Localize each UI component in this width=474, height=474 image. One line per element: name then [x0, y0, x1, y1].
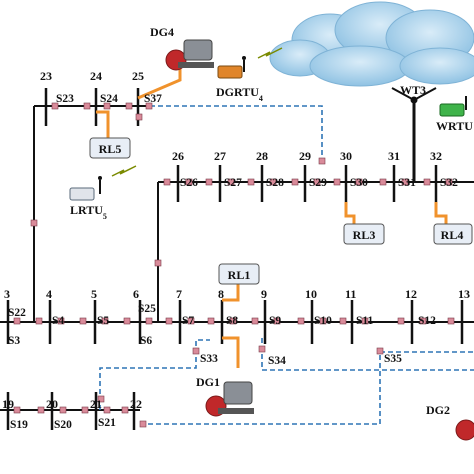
bus-8-label: 8: [218, 287, 224, 301]
lrtu5-icon: [69, 176, 102, 201]
dg4-label: DG4: [150, 25, 174, 39]
switch-s37-label: S37: [144, 93, 162, 105]
bus-30-label: 30: [340, 149, 352, 163]
switch-labels: S22 S3 S4 S5 S25 S6 S7 S8 S9 S10 S11 S12…: [8, 93, 458, 431]
switch-s9-label: S9: [269, 315, 281, 327]
switch-s5-label: S5: [97, 315, 109, 327]
switch-s19-label: S19: [10, 419, 28, 431]
switch-s23-label: S23: [56, 93, 74, 105]
switch-s22-label: S22: [8, 307, 26, 319]
switch-s4-label: S4: [52, 315, 64, 327]
dg1-label: DG1: [196, 375, 220, 389]
load-rl5: RL5: [89, 137, 131, 159]
bus-numbers: 3 4 5 6 7 8 9 10 11 12 13 23 24 25 26 27…: [2, 69, 470, 411]
switch-s20-label: S20: [54, 419, 72, 431]
switch-s26-label: S26: [180, 177, 198, 189]
bus-5-label: 5: [91, 287, 97, 301]
wt3-label: WT3: [400, 83, 426, 97]
switch-s7-label: S7: [182, 315, 194, 327]
switch-s33-label: S33: [200, 353, 218, 365]
switch-s21-label: S21: [98, 417, 116, 429]
bus-31-label: 31: [388, 149, 400, 163]
bus-27-label: 27: [214, 149, 226, 163]
wireless-link-lrtu5: [111, 165, 137, 177]
bus-23-label: 23: [40, 69, 52, 83]
dgrtu4-label: DGRTU4: [216, 85, 263, 103]
bus-28-label: 28: [256, 149, 268, 163]
lrtu5-label: LRTU5: [70, 203, 107, 221]
bus-11-label: 11: [345, 287, 356, 301]
load-label: RL5: [99, 142, 122, 156]
bus-12-label: 12: [405, 287, 417, 301]
bus-26-label: 26: [172, 149, 184, 163]
bus-21-label: 21: [90, 397, 102, 411]
bus-9-label: 9: [261, 287, 267, 301]
bus-32-label: 32: [430, 149, 442, 163]
generator-dg1-icon: [205, 381, 254, 417]
switch-s3-label: S3: [8, 335, 20, 347]
bus-3-label: 3: [4, 287, 10, 301]
wind-turbine-icon: [391, 87, 437, 182]
communication-cloud: [269, 1, 474, 87]
bus-7-label: 7: [176, 287, 182, 301]
switch-markers: [13, 102, 455, 428]
bus-10-label: 10: [305, 287, 317, 301]
switch-s31-label: S31: [398, 177, 416, 189]
bus-4-label: 4: [46, 287, 52, 301]
bus-24-label: 24: [90, 69, 102, 83]
switch-s27-label: S27: [224, 177, 242, 189]
load-label: RL1: [228, 268, 251, 282]
generator-dg2-icon: [455, 419, 474, 441]
device-labels: DG4 DG1 DG2 WT3 DGRTU4 LRTU5 WRTU: [70, 25, 473, 417]
bus-29-label: 29: [299, 149, 311, 163]
load-rl3: RL3: [343, 223, 385, 245]
switch-s11-label: S11: [356, 315, 374, 327]
switch-s34-label: S34: [268, 355, 286, 367]
bus-22-label: 22: [130, 397, 142, 411]
bus-25-label: 25: [132, 69, 144, 83]
generator-dg4-icon: [165, 39, 214, 71]
wrtu-icon: [439, 96, 467, 117]
switch-s32-label: S32: [440, 177, 458, 189]
switch-s35-label: S35: [384, 353, 402, 365]
switch-s24-label: S24: [100, 93, 118, 105]
switch-s8-label: S8: [226, 315, 238, 327]
wrtu-label: WRTU: [436, 119, 473, 133]
switch-s6-label: S6: [140, 335, 152, 347]
load-label: RL3: [353, 228, 376, 242]
load-rl1: RL1: [218, 263, 260, 285]
orange-connections: [96, 66, 448, 368]
switch-s29-label: S29: [309, 177, 327, 189]
dg2-label: DG2: [426, 403, 450, 417]
switch-s28-label: S28: [266, 177, 284, 189]
bus-bars: [6, 88, 464, 430]
bus-13-label: 13: [458, 287, 470, 301]
dgrtu4-icon: [217, 56, 246, 79]
load-label: RL4: [441, 228, 464, 242]
bus-20-label: 20: [46, 397, 58, 411]
bus-19-label: 19: [2, 397, 14, 411]
switch-s10-label: S10: [314, 315, 332, 327]
switch-s30-label: S30: [350, 177, 368, 189]
load-rl4: RL4: [433, 223, 473, 245]
switch-s12-label: S12: [418, 315, 436, 327]
bus-6-label: 6: [133, 287, 139, 301]
switch-s25-label: S25: [138, 303, 156, 315]
wireless-link-dgrtu4: [257, 47, 283, 59]
